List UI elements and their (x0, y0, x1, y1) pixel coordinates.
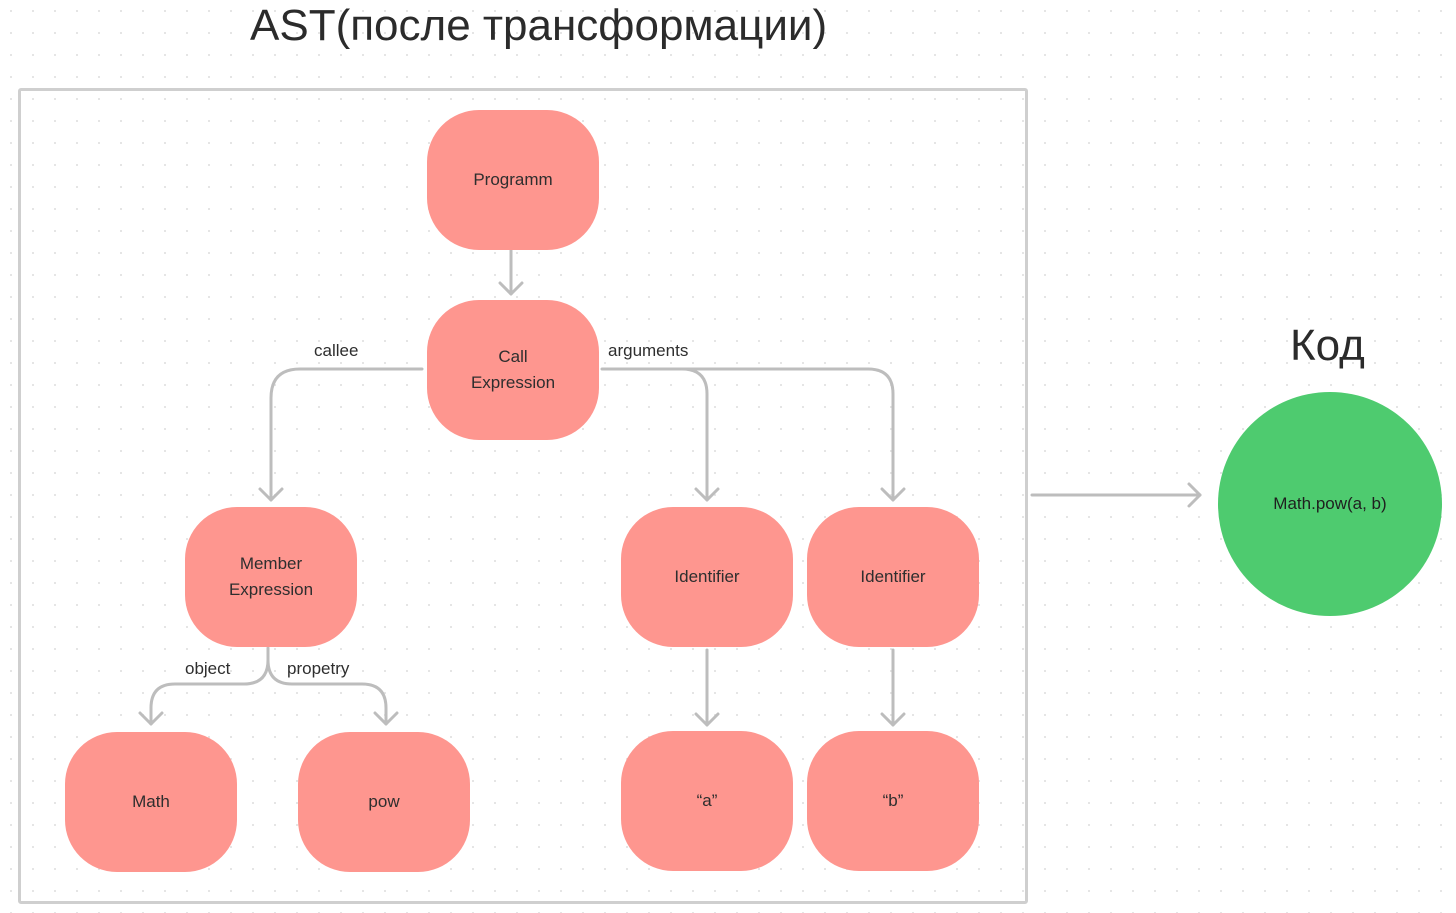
node-literal-a[interactable]: “a” (621, 731, 793, 871)
page-title: AST(после трансформации) (250, 1, 828, 50)
node-pow[interactable]: pow (298, 732, 470, 872)
node-member-expression[interactable]: Member Expression (185, 507, 357, 647)
arrowhead (880, 487, 906, 502)
edge-label-object: object (185, 659, 231, 678)
node-identifier-b[interactable]: Identifier (807, 507, 979, 647)
connector-property (266, 658, 388, 726)
code-title: Код (1290, 321, 1365, 370)
connector-arguments-b (680, 367, 895, 502)
code-result-node[interactable]: Math.pow(a, b) (1218, 392, 1442, 616)
arrowhead (880, 712, 906, 727)
connector-arguments-a (600, 367, 709, 502)
arrowhead (373, 711, 399, 726)
edge-label-property: propetry (287, 659, 350, 678)
connector-callee (269, 367, 424, 502)
ast-frame (18, 88, 1028, 904)
arrowhead (498, 281, 524, 296)
arrowhead (1187, 482, 1202, 508)
node-programm[interactable]: Programm (427, 110, 599, 250)
code-result-text: Math.pow(a, b) (1273, 494, 1387, 513)
edge-label-arguments: arguments (608, 341, 689, 360)
edge-label-callee: callee (314, 341, 359, 360)
connector-object (149, 646, 270, 726)
node-literal-b[interactable]: “b” (807, 731, 979, 871)
node-identifier-a[interactable]: Identifier (621, 507, 793, 647)
arrowhead (694, 487, 720, 502)
node-math[interactable]: Math (65, 732, 237, 872)
arrowhead (138, 711, 164, 726)
arrowhead (694, 712, 720, 727)
arrowhead (258, 487, 284, 502)
node-call-expression[interactable]: Call Expression (427, 300, 599, 440)
